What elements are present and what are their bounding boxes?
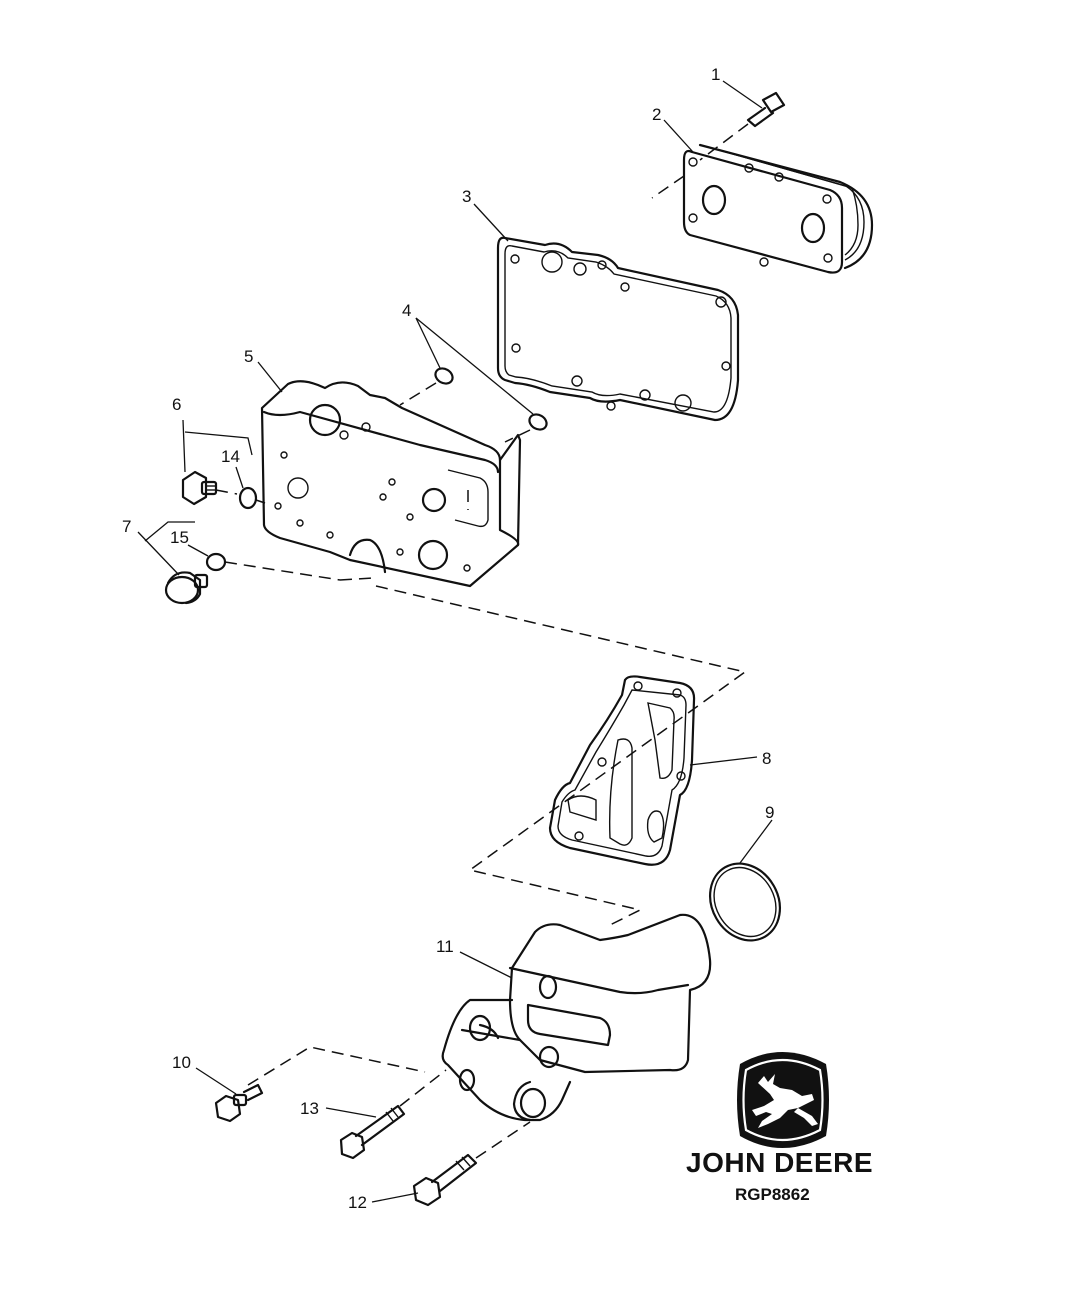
callout-13: 13 [300,1099,319,1118]
callout-6: 6 [172,395,181,414]
callout-4: 4 [402,301,411,320]
leader-lines [137,80,773,1203]
part-3-gasket [496,236,740,422]
alignment-lines [247,577,747,1159]
part-12-bolt [412,1153,478,1207]
callout-10: 10 [172,1053,191,1072]
part-1-bolt [699,91,786,161]
part-14-o-ring [238,486,266,510]
part-10-bolt [214,1083,264,1123]
callout-14: 14 [221,447,240,466]
part-11-adapter [441,913,712,1122]
part-8-gasket [548,675,696,866]
callout-3: 3 [462,187,471,206]
part-13-bolt [339,1104,406,1160]
john-deere-logo [737,1052,829,1148]
callout-7: 7 [122,517,131,536]
callout-2: 2 [652,105,661,124]
callout-15: 15 [170,528,189,547]
part-5-housing [260,380,522,588]
deer-icon [752,1074,818,1128]
callout-1: 1 [711,65,720,84]
part-9-seal-ring [709,862,781,942]
callout-11: 11 [436,937,454,956]
callout-12: 12 [348,1193,367,1212]
drawing-id: RGP8862 [735,1185,810,1204]
callout-8: 8 [762,749,771,768]
callout-labels: 1 2 3 4 5 6 7 8 9 10 11 12 13 14 15 [122,65,774,1212]
part-7-plug [164,571,209,605]
brand-name: JOHN DEERE [686,1147,873,1178]
callout-5: 5 [244,347,253,366]
part-4-o-rings [399,367,548,443]
part-6-plug [181,470,238,506]
callout-9: 9 [765,803,774,822]
part-2-oil-cooler [651,143,874,274]
part-15-o-ring [205,552,341,581]
